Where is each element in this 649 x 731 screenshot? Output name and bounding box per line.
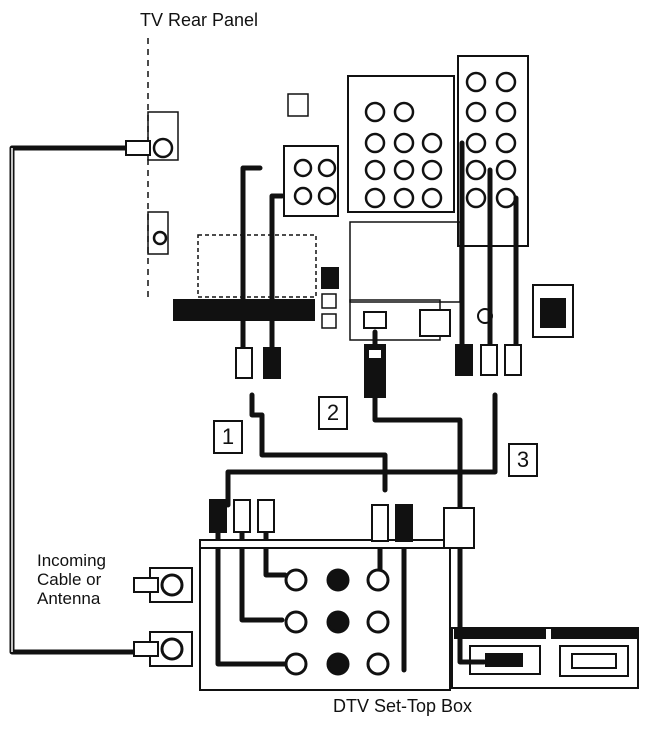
tv-rear-panel-title: TV Rear Panel [140,10,258,31]
incoming-line-1: Incoming [37,551,106,570]
incoming-line-2: Cable or [37,570,106,589]
connection-number-3: 3 [508,443,538,477]
incoming-cable-label: Incoming Cable or Antenna [37,551,106,608]
set-top-box [150,540,638,690]
antenna-connectors [126,141,158,656]
set-top-box-title: DTV Set-Top Box [333,696,472,717]
connection-number-2: 2 [318,396,348,430]
tv-side-plugs [236,345,521,397]
connection-number-1: 1 [213,420,243,454]
incoming-line-3: Antenna [37,589,106,608]
